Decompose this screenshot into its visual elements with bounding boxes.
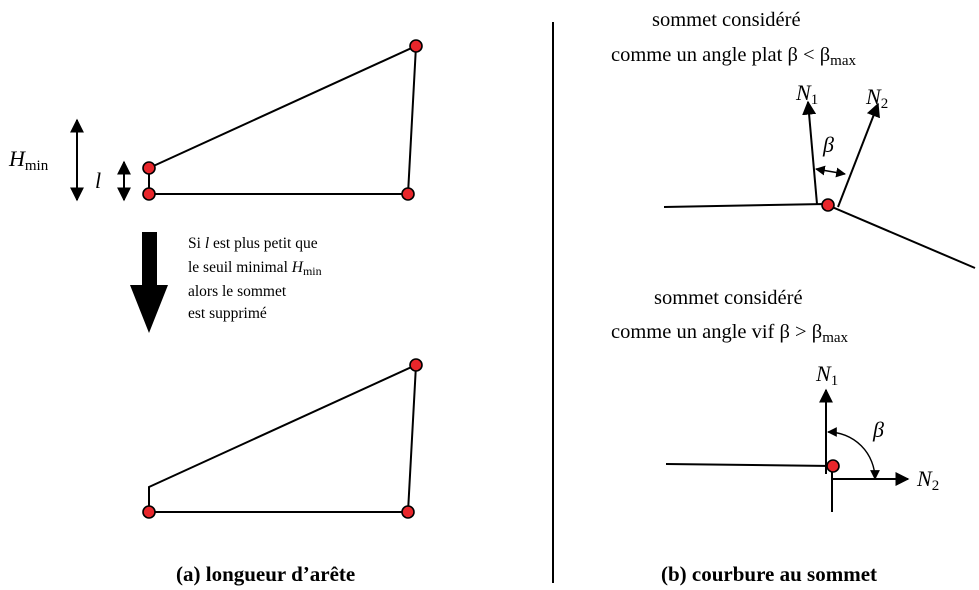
caption-b: (b) courbure au sommet	[661, 562, 877, 586]
vertex	[142, 161, 156, 175]
n2-label: N2	[865, 84, 888, 112]
hmin-label: Hmin	[8, 146, 49, 174]
normal-n2-arrow	[837, 102, 880, 208]
svg-text:sommet considéré: sommet considéré	[654, 287, 803, 309]
n2-label: N2	[916, 466, 939, 494]
svg-text:le seuil minimal Hmin: le seuil minimal Hmin	[188, 259, 322, 278]
vertex	[401, 187, 415, 201]
edge-line	[663, 202, 976, 269]
normal-n1-arrow	[802, 100, 818, 205]
edge-line	[665, 463, 833, 467]
big-down-arrow	[130, 232, 168, 333]
svg-text:alors le sommet: alors le sommet	[188, 283, 287, 300]
l-label: l	[95, 168, 101, 193]
panel-b: sommet considéré comme un angle plat β <…	[611, 9, 976, 586]
vertex	[826, 459, 840, 473]
caption-a: (a) longueur d’arête	[176, 562, 355, 586]
beta-label: β	[872, 417, 884, 442]
panel-a: Hmin l Si l est plus petit que le seuil …	[8, 39, 423, 586]
sharp-angle-description: sommet considéré comme un angle vif β > …	[611, 287, 849, 346]
n1-label: N1	[815, 361, 838, 389]
sharp-angle-diagram: N1 N2 β	[665, 361, 939, 512]
svg-text:Si l est plus petit que: Si l est plus petit que	[188, 235, 318, 252]
svg-text:est supprimé: est supprimé	[188, 305, 267, 322]
vertex	[142, 187, 156, 201]
svg-text:comme un angle vif β > βmax: comme un angle vif β > βmax	[611, 321, 849, 346]
beta-arc-arrow	[827, 427, 880, 480]
polygon-before	[148, 44, 418, 195]
vertex	[401, 505, 415, 519]
svg-text:comme un angle plat β < βmax: comme un angle plat β < βmax	[611, 44, 856, 69]
flat-angle-description: sommet considéré comme un angle plat β <…	[611, 9, 856, 69]
vertex	[142, 505, 156, 519]
flat-angle-diagram: N1 N2 β	[663, 80, 976, 269]
beta-label: β	[822, 132, 834, 157]
vertex	[821, 198, 835, 212]
n1-label: N1	[795, 80, 818, 108]
vertex	[409, 39, 423, 53]
vertex	[409, 358, 423, 372]
polygon-after	[148, 363, 418, 513]
removal-note: Si l est plus petit que le seuil minimal…	[188, 235, 322, 322]
svg-text:sommet considéré: sommet considéré	[652, 9, 801, 31]
beta-arc-arrow	[815, 165, 846, 178]
